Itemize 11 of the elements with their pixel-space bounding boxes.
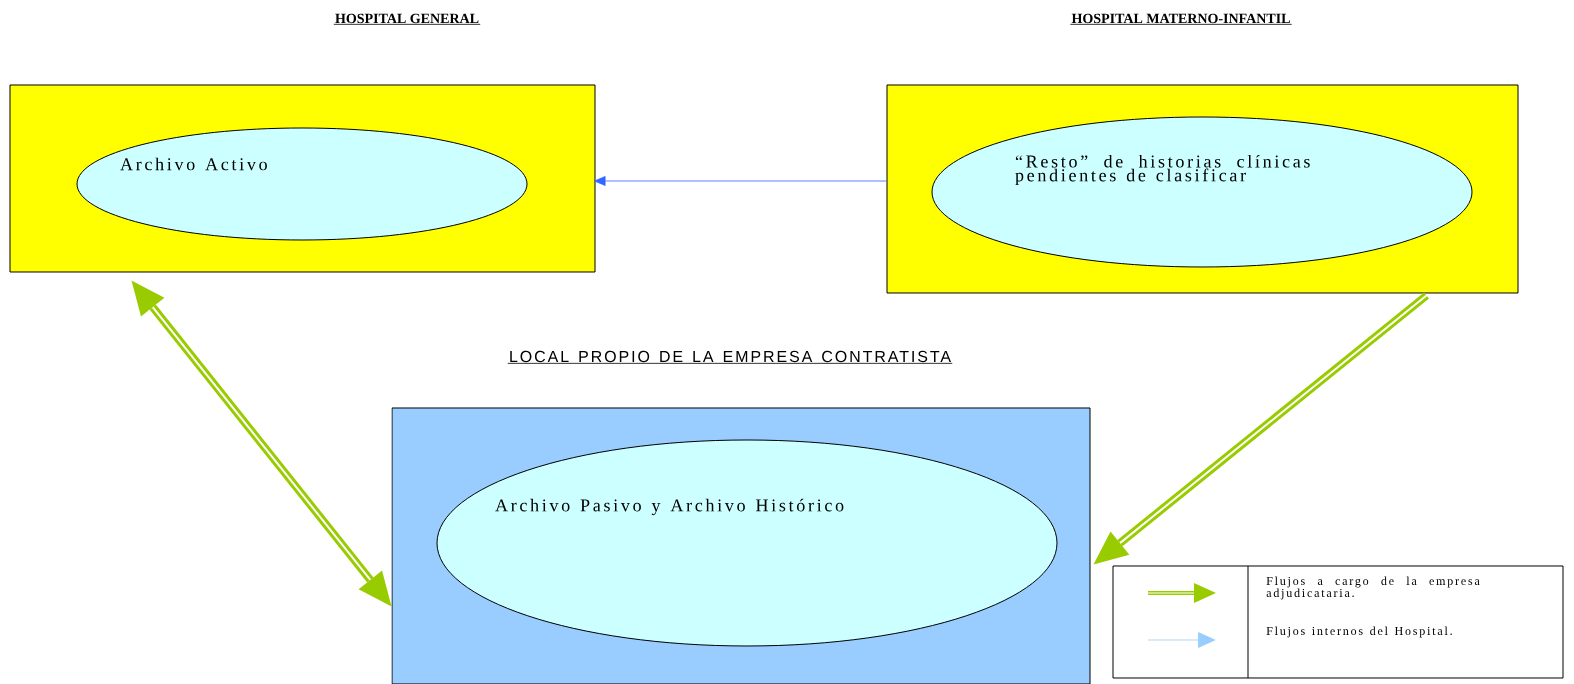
legend-text: Flujos a cargo de la empresa adjudicataria. (1266, 576, 1480, 600)
arrow (594, 176, 887, 186)
arrow (1093, 292, 1430, 565)
area-heading: HOSPITAL GENERAL (333, 13, 481, 25)
area-heading: HOSPITAL MATERNO-INFANTIL (1069, 13, 1293, 25)
ellipse-label: “Resto” de historias clínicas pendientes de clasificar (1015, 154, 1310, 186)
ellipse-label: Archivo Activo (120, 157, 267, 171)
legend-text: Flujos internos del Hospital. (1266, 626, 1452, 638)
ellipse-label: Archivo Pasivo y Archivo Histórico (495, 498, 844, 516)
area-heading: LOCAL PROPIO DE LA EMPRESA CONTRATISTA (507, 350, 953, 364)
arrow (131, 280, 392, 607)
